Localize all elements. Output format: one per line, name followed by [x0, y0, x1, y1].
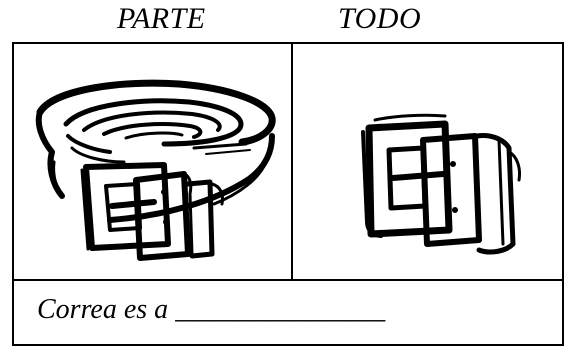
worksheet-table: Correa es a _______________	[12, 42, 564, 346]
cell-right	[293, 44, 562, 279]
buckle-icon	[361, 113, 521, 255]
sentence-text: Correa es a	[37, 294, 169, 325]
cell-left	[14, 44, 291, 279]
image-row	[14, 44, 562, 281]
header-todo: TODO	[338, 2, 422, 35]
belt-icon	[35, 79, 276, 261]
cell-divider	[291, 44, 293, 279]
sentence-prompt: Correa es a _______________	[37, 293, 385, 327]
answer-blank[interactable]: _______________	[175, 294, 386, 325]
sentence-row: Correa es a _______________	[14, 281, 562, 344]
header-parte: PARTE	[117, 2, 206, 35]
